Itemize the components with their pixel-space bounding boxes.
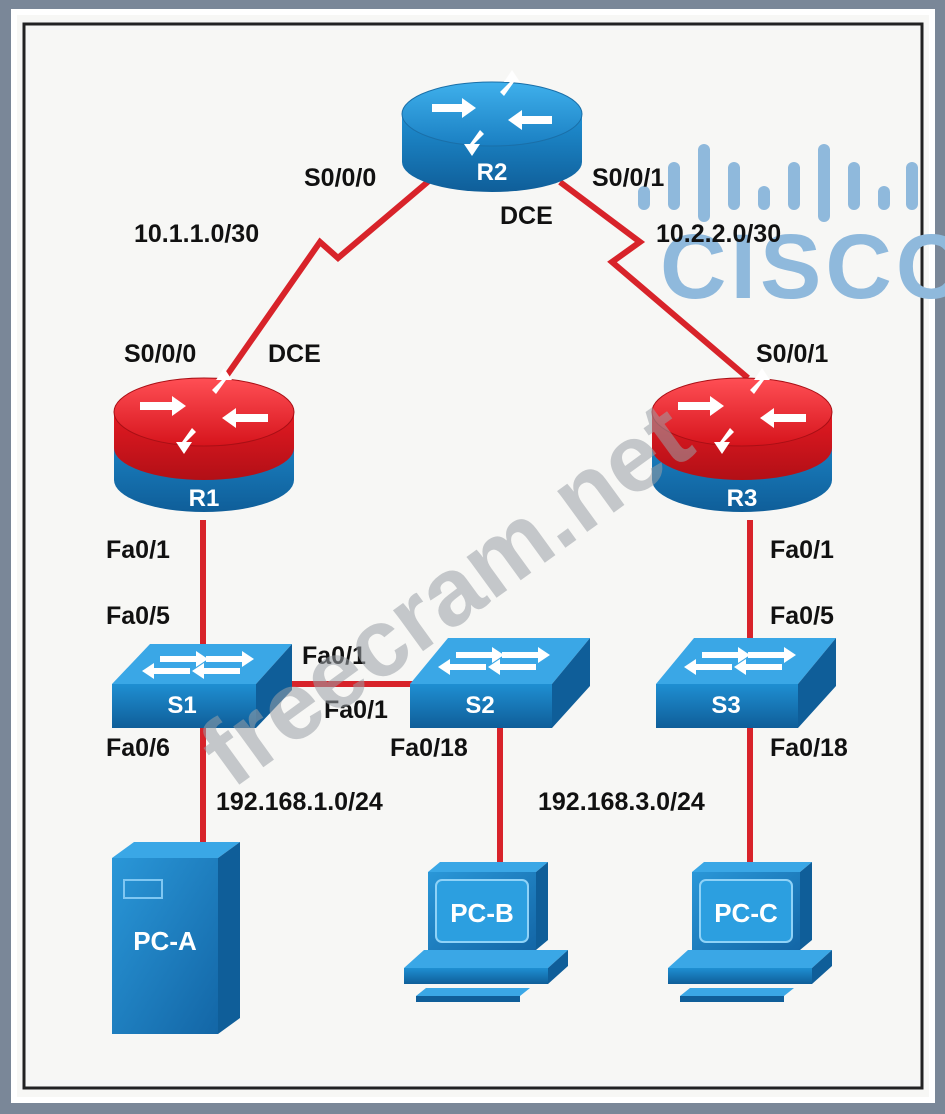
label-s2-fa01: Fa0/1 [324,696,388,724]
switch-arrows-icon [438,647,550,675]
label-s3-fa05: Fa0/5 [770,602,834,630]
label-net-r2-r3: 10.2.2.0/30 [656,220,781,248]
router-arrows-icon [678,368,806,454]
inner-border [22,22,924,1090]
pc-a[interactable]: PC-A [112,842,240,1034]
label-net-r1-r2: 10.1.1.0/30 [134,220,259,248]
router-r1-label: R1 [189,485,220,512]
label-s3-fa018: Fa0/18 [770,734,848,762]
label-net-lan1: 192.168.1.0/24 [216,788,383,816]
link-r2-r3-serial [558,179,750,381]
router-r1[interactable]: R1 [113,368,295,512]
pc-b-label: PC-B [450,898,514,928]
links [200,177,753,862]
router-r2-label: R2 [477,159,508,186]
switch-s3-label: S3 [711,692,740,719]
link-r1-r2-serial [215,177,432,390]
label-s1-fa05: Fa0/5 [106,602,170,630]
router-arrows-icon [432,70,552,156]
switch-s2-label: S2 [465,692,494,719]
label-r3-s001: S0/0/1 [756,340,828,368]
cisco-logo-text: CISCO [660,216,945,318]
switch-arrows-icon [142,651,254,679]
cisco-logo: CISCO [638,144,945,318]
router-arrows-icon [140,368,268,454]
pc-b[interactable]: PC-B [404,862,568,1002]
label-s2-fa018: Fa0/18 [390,734,468,762]
pc-c-label: PC-C [714,898,778,928]
label-r2-s000: S0/0/0 [304,164,376,192]
label-net-lan3: 192.168.3.0/24 [538,788,705,816]
switch-s2[interactable]: S2 [410,638,590,728]
router-r3-label: R3 [727,485,758,512]
switch-s3[interactable]: S3 [656,638,836,728]
router-r2[interactable]: R2 [401,70,583,192]
monitor-screen [435,879,529,943]
pc-c[interactable]: PC-C [668,862,832,1002]
drive-bay-icon [123,879,163,899]
label-r3-fa01: Fa0/1 [770,536,834,564]
keyboard-icon [680,988,794,996]
label-s1-fa06: Fa0/6 [106,734,170,762]
router-r3[interactable]: R3 [651,368,833,512]
switch-arrows-icon [684,647,796,675]
label-r1-dce: DCE [268,340,321,368]
pc-a-label: PC-A [133,926,197,956]
label-r1-fa01: Fa0/1 [106,536,170,564]
keyboard-icon [416,988,530,996]
switch-s1[interactable]: S1 [112,644,292,728]
label-r1-s000: S0/0/0 [124,340,196,368]
label-r2-s001: S0/0/1 [592,164,664,192]
cisco-logo-bars [638,144,918,222]
label-s1-fa01: Fa0/1 [302,642,366,670]
monitor-screen [699,879,793,943]
switch-s1-label: S1 [167,692,196,719]
label-r2-dce: DCE [500,202,553,230]
